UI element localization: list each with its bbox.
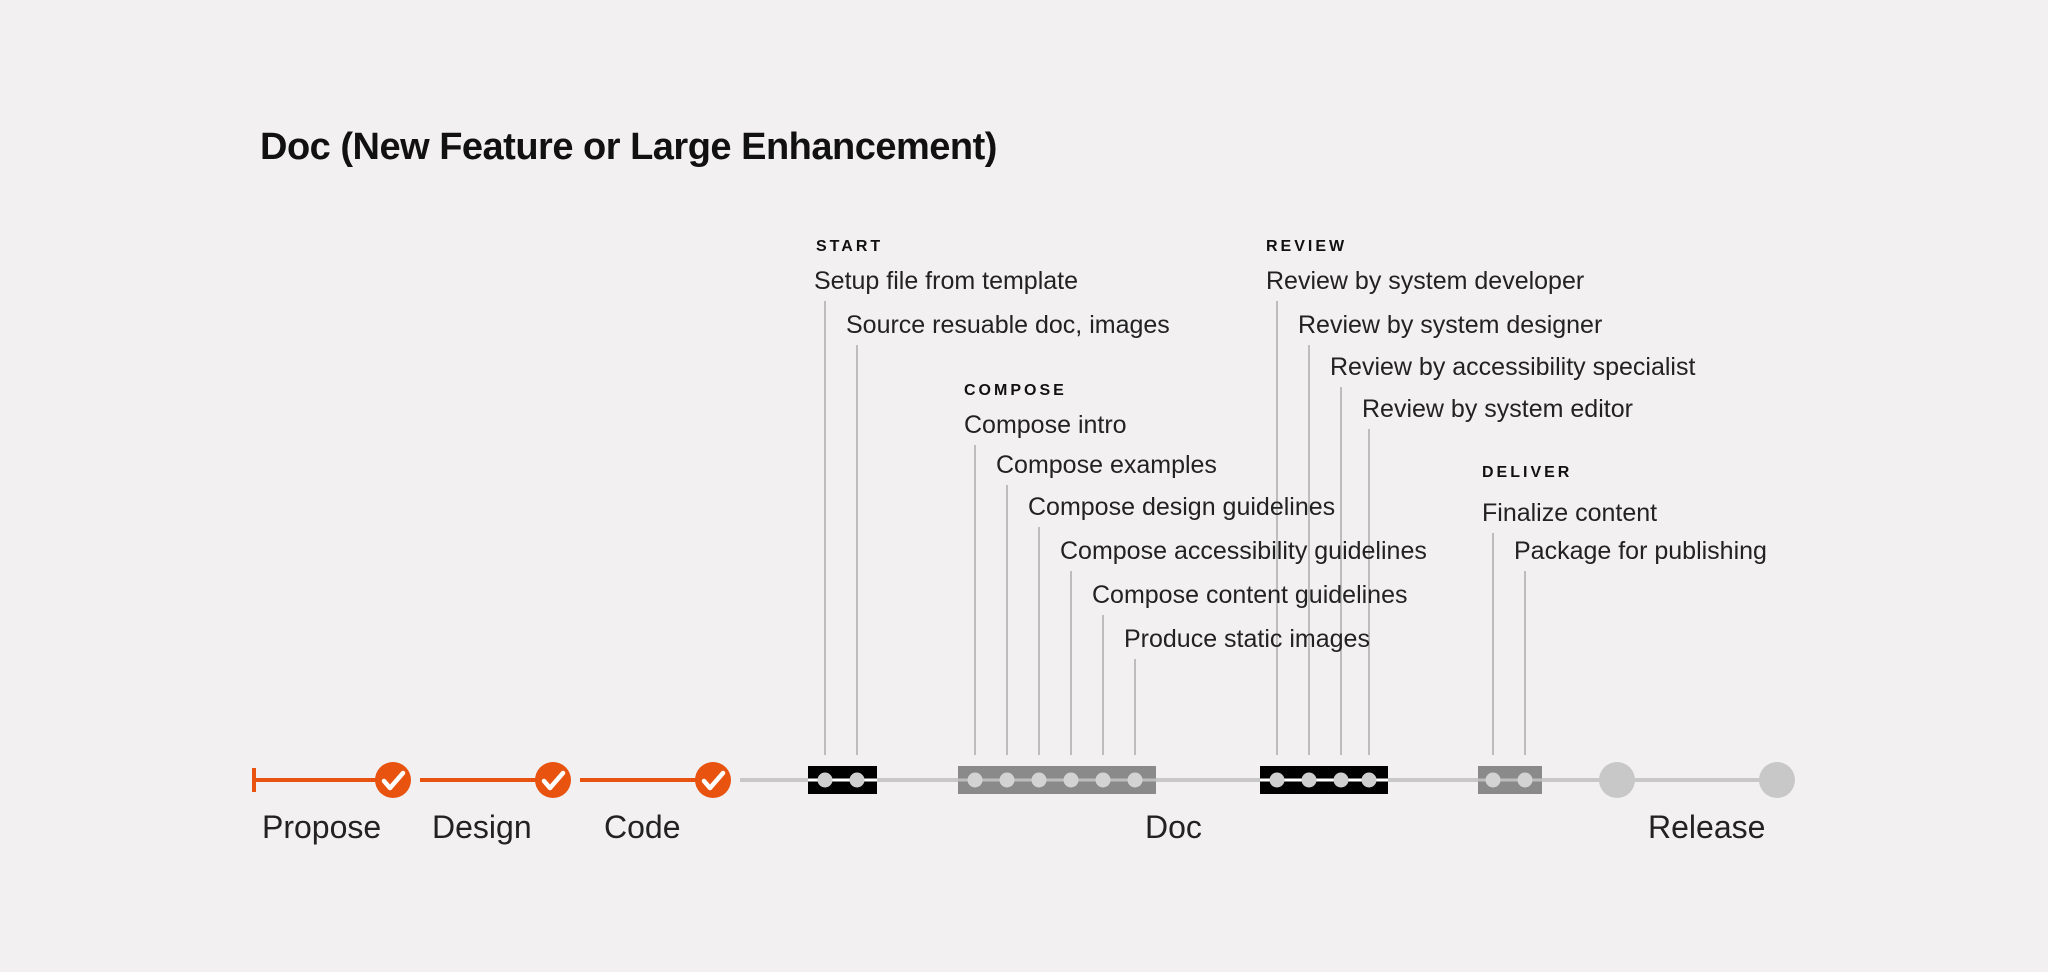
page-title: Doc (New Feature or Large Enhancement) xyxy=(260,126,997,168)
task-label: Compose intro xyxy=(964,411,1127,439)
task-dot xyxy=(967,772,983,788)
task-dot xyxy=(1063,772,1079,788)
task-label: Source resuable doc, images xyxy=(846,311,1170,339)
task-dot xyxy=(1485,772,1501,788)
task-dot xyxy=(1127,772,1143,788)
task-dot xyxy=(999,772,1015,788)
pending-circle-icon xyxy=(1599,762,1635,798)
check-mark xyxy=(381,770,406,791)
task-dot xyxy=(1361,772,1377,788)
group-label-start: START xyxy=(816,238,883,255)
phase-label-code: Code xyxy=(604,809,681,845)
phase-label-propose: Propose xyxy=(262,809,381,845)
task-dot xyxy=(1301,772,1317,788)
task-label: Finalize content xyxy=(1482,499,1657,527)
check-icon xyxy=(695,762,731,798)
task-label: Setup file from template xyxy=(814,267,1078,295)
phase-design-marker xyxy=(535,762,571,798)
phase-label-doc: Doc xyxy=(1145,809,1202,845)
phase-label-design: Design xyxy=(432,809,532,845)
task-dot xyxy=(1333,772,1349,788)
task-dot xyxy=(849,772,865,788)
pending-circle-icon xyxy=(1759,762,1795,798)
task-label: Review by system developer xyxy=(1266,267,1584,295)
task-label: Compose content guidelines xyxy=(1092,581,1407,609)
phase-label-release: Release xyxy=(1648,809,1765,845)
task-label: Produce static images xyxy=(1124,625,1370,653)
phase-propose-marker xyxy=(375,762,411,798)
task-dot xyxy=(1095,772,1111,788)
check-mark xyxy=(701,770,726,791)
check-icon xyxy=(375,762,411,798)
task-label: Compose design guidelines xyxy=(1028,493,1335,521)
task-dot xyxy=(817,772,833,788)
check-icon xyxy=(535,762,571,798)
check-mark xyxy=(541,770,566,791)
task-label: Review by system designer xyxy=(1298,311,1602,339)
task-dot xyxy=(1031,772,1047,788)
task-dot xyxy=(1269,772,1285,788)
phase-code-marker xyxy=(695,762,731,798)
task-label: Package for publishing xyxy=(1514,537,1767,565)
group-label-deliver: DELIVER xyxy=(1482,464,1572,481)
task-dot xyxy=(1517,772,1533,788)
task-label: Review by accessibility specialist xyxy=(1330,353,1695,381)
group-label-review: REVIEW xyxy=(1266,238,1347,255)
task-label: Compose accessibility guidelines xyxy=(1060,537,1427,565)
group-label-compose: COMPOSE xyxy=(964,382,1067,399)
task-label: Review by system editor xyxy=(1362,395,1633,423)
task-label: Compose examples xyxy=(996,451,1217,479)
